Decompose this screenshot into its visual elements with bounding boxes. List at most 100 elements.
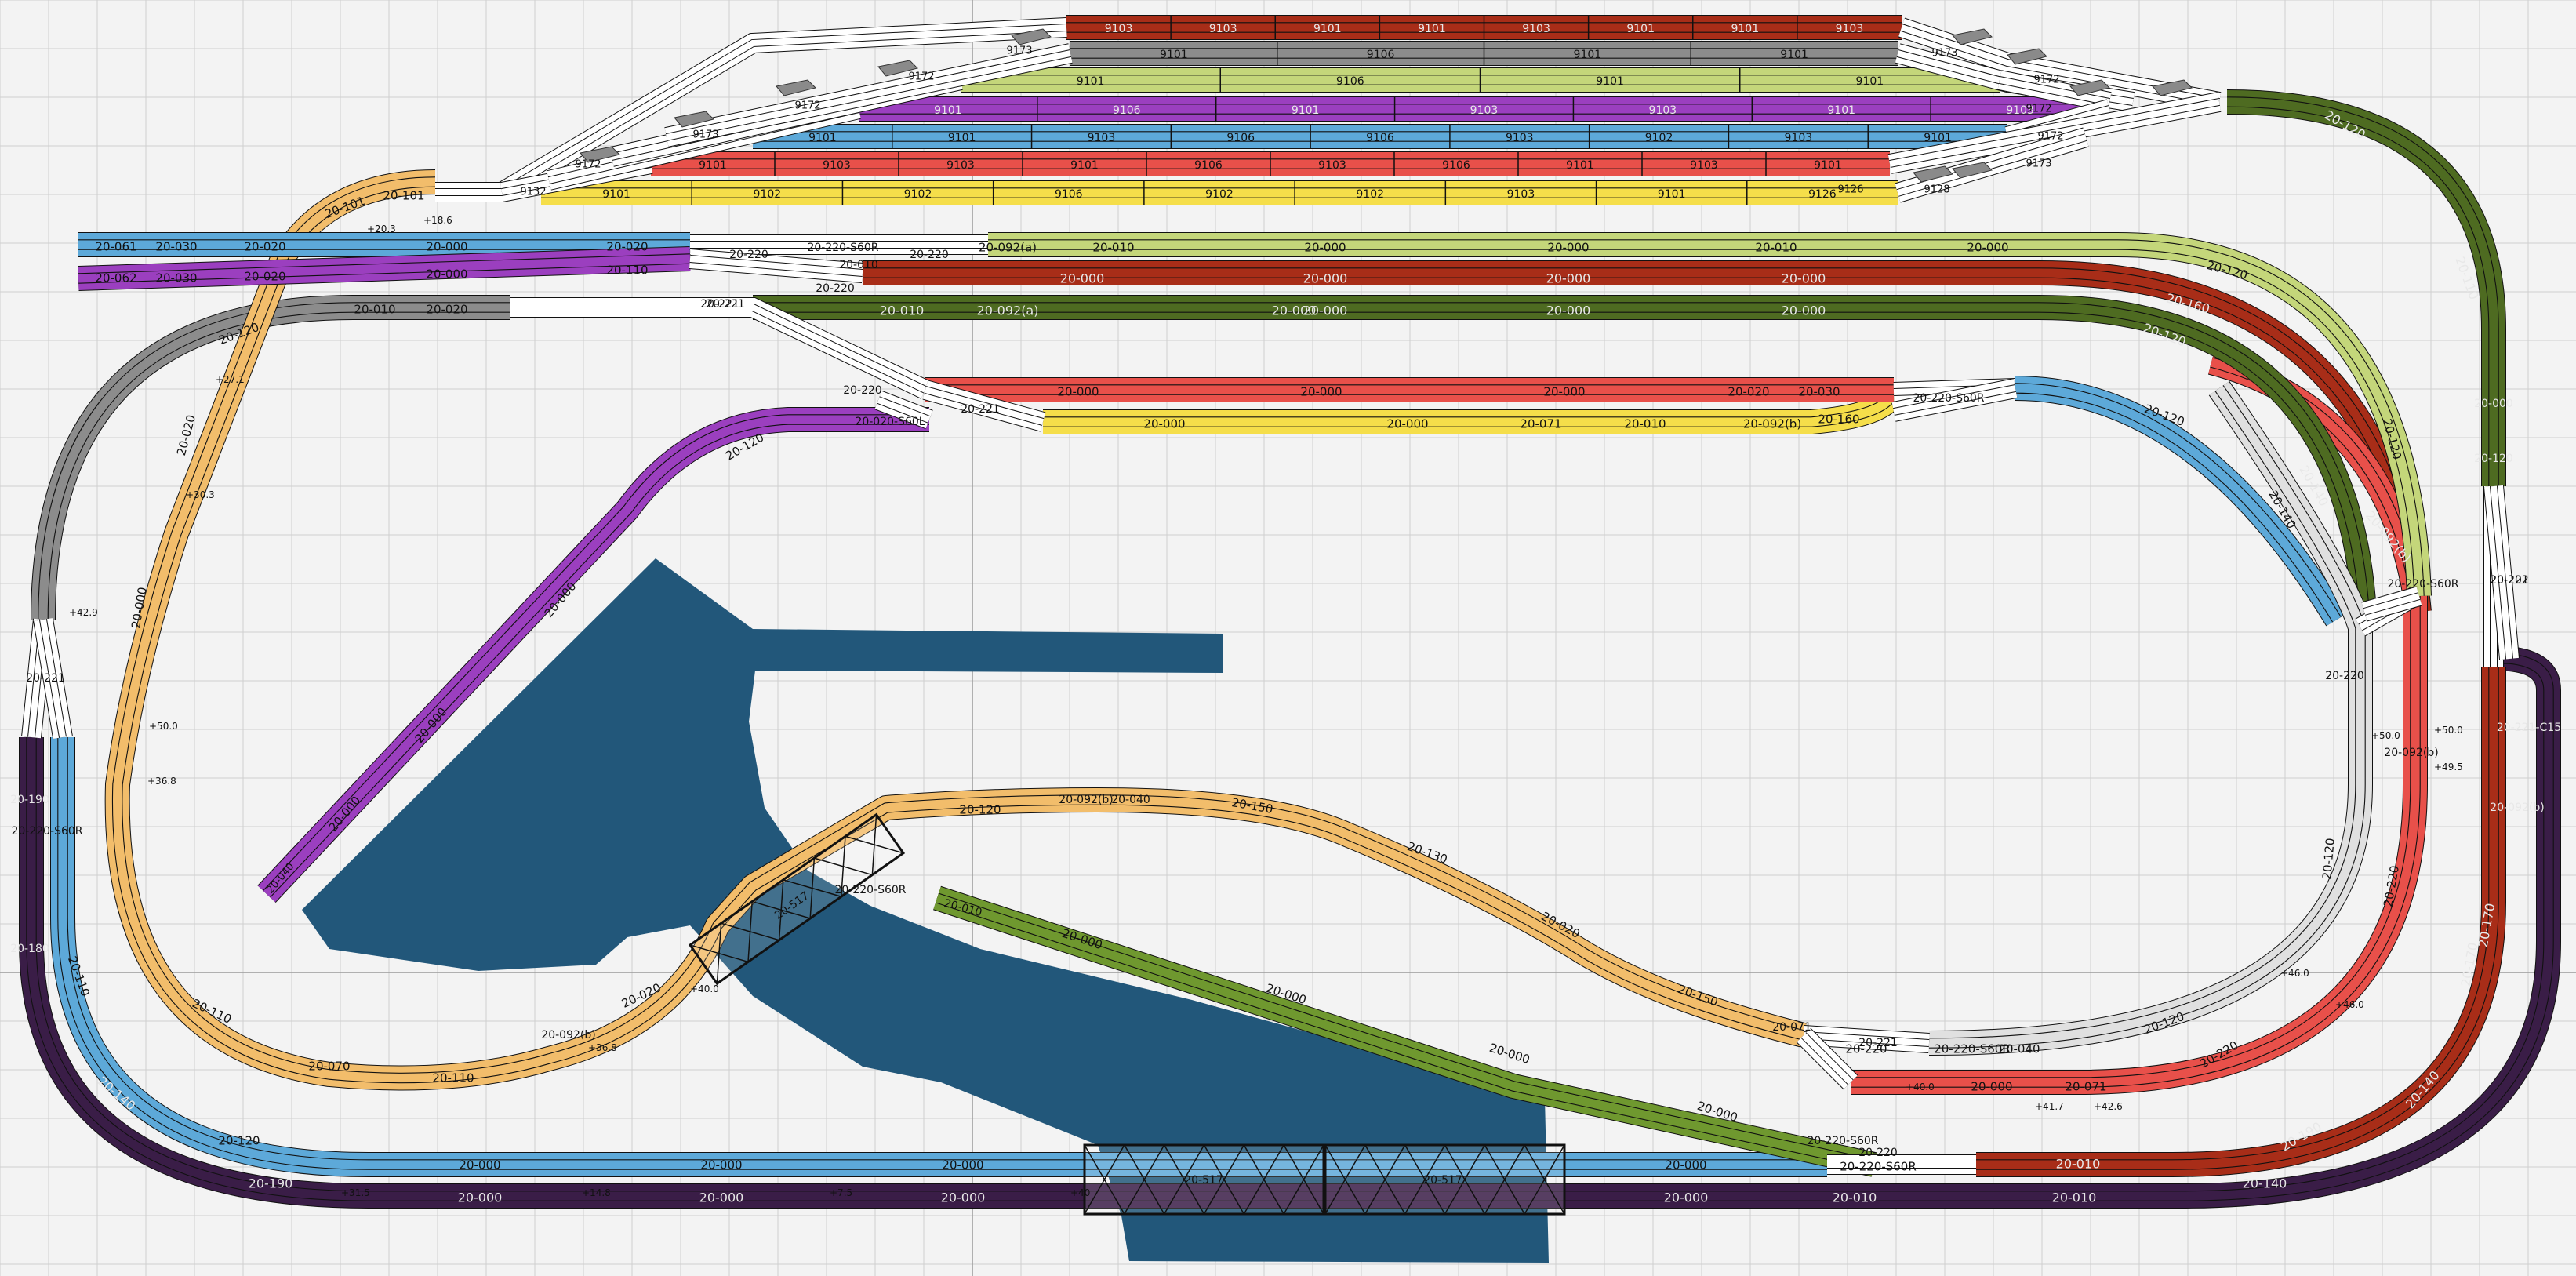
track-label: 9101 (1566, 159, 1594, 172)
track-label: 20-220 (910, 249, 949, 261)
track-label: 9101 (1626, 23, 1655, 35)
track-label: 20-000 (699, 1191, 744, 1205)
gray-loop-edge (31, 295, 510, 620)
track-label: 9172 (2033, 75, 2059, 86)
track-label: 20-190 (10, 794, 49, 806)
olive-north (753, 295, 2377, 613)
track-label: 20-062 (95, 271, 136, 285)
blue-west-gauge (58, 737, 369, 1169)
olive-north-bed (753, 296, 2376, 613)
track-label: 20-000 (1143, 417, 1185, 431)
track-label: 20-000 (426, 240, 467, 254)
bridge-3-truss (809, 858, 816, 919)
bridge-2-truss (1444, 1144, 1485, 1215)
track-label: 20-010 (1833, 1191, 1877, 1205)
light-gray-loop-gauge (1928, 385, 2365, 1048)
track-label: 9101 (602, 188, 630, 201)
track-label: 20-000 (700, 1158, 742, 1172)
turnout-gauge (1896, 134, 2087, 196)
track-label: 20-000 (1303, 304, 1348, 318)
track-label: 20-010 (354, 303, 395, 317)
track-label: 20-071 (1520, 417, 1561, 431)
track-label: 20-220 (1858, 1147, 1898, 1159)
track-label: 20-220 (729, 249, 768, 261)
track-label: 20-220-S60R (1913, 392, 1984, 405)
elevation-marker: +50.0 (149, 721, 178, 732)
elevation-marker: +27.1 (216, 374, 245, 385)
track-label: 20-000 (1665, 1158, 1706, 1172)
track-label: 9101 (1731, 23, 1759, 35)
orange-route (104, 169, 1807, 1091)
turnout-motor (2007, 48, 2047, 65)
bridge-1 (1083, 1143, 1325, 1216)
track-label: 9172 (2037, 131, 2063, 143)
track-label: 9101 (1077, 75, 1105, 88)
track-label: 9172 (908, 71, 934, 83)
track-label: 20-220 (1845, 1042, 1887, 1056)
track-label: 20-092(b) (1743, 417, 1801, 431)
green-spur-gauge (936, 893, 1876, 1169)
track-label: 9101 (1780, 49, 1808, 61)
track-label: 20-000 (1300, 385, 1342, 399)
track-label: 9173 (1931, 48, 1957, 60)
bridge-2-truss (1364, 1144, 1406, 1215)
turnout-motor (877, 60, 918, 77)
track-label: 20-092(a) (977, 304, 1039, 318)
track-label: 20-000 (1488, 1041, 1531, 1067)
track-label: 20-120 (959, 803, 1001, 817)
track-label: 9101 (1658, 188, 1686, 201)
track-label: 20-160 (1818, 413, 1859, 427)
track-label: 9101 (1574, 49, 1602, 61)
dark-red-south (1976, 667, 2506, 1177)
track-label: 20-220-S60R (1807, 1135, 1878, 1147)
tracks (19, 15, 2561, 1209)
turnout-motor (1011, 28, 1052, 45)
track-label: 9102 (1205, 188, 1234, 201)
track-label: 20-000 (1060, 271, 1105, 286)
bridge-3 (688, 812, 906, 986)
track-label: 20-220-S60R (834, 884, 906, 896)
track-label: 20-030 (155, 240, 197, 254)
turnout-gauge (510, 304, 927, 393)
track-label: 9101 (1292, 104, 1320, 117)
track-label: 9103 (1470, 104, 1499, 117)
track-label: 20-040 (1111, 794, 1150, 806)
track-label: 20-000 (942, 1158, 983, 1172)
track-label: 20-220-S60R (1934, 1042, 2011, 1056)
turnout-motor (674, 111, 714, 128)
elevation-marker: +42.9 (69, 607, 98, 618)
elevation-marker: +40.0 (690, 983, 719, 994)
blue-east (2015, 376, 2348, 627)
track-label: 20-092(b) (541, 1029, 595, 1042)
track-label: 20-220 (843, 384, 882, 397)
track-label: 9103 (1507, 188, 1535, 201)
elevation-marker: +40 (1070, 1187, 1090, 1198)
elevation-marker: +36.8 (147, 776, 176, 787)
track-label: 20-030 (155, 271, 197, 285)
track-label: 9101 (699, 159, 727, 172)
turnout-motor (2152, 79, 2193, 96)
turnout-gauge (2363, 593, 2421, 615)
track-label: 9106 (1113, 104, 1141, 117)
elevation-marker: +31.5 (341, 1187, 370, 1198)
track-label: 9101 (948, 132, 976, 144)
track-label: 20-220-S60R (2387, 578, 2458, 591)
bridge-1-truss (1124, 1144, 1165, 1215)
track-label: 9106 (1055, 188, 1083, 201)
turnout-motor (1952, 28, 1993, 45)
bridge-2 (1324, 1143, 1566, 1216)
track-label: 20-221 (26, 672, 65, 685)
track-label: 9101 (1313, 23, 1342, 35)
bridge-3-truss (778, 879, 784, 940)
track-label: 20-000 (1272, 304, 1317, 318)
track-label: 9103 (823, 159, 851, 172)
lime-line (988, 232, 2432, 597)
track-label: 9102 (754, 188, 782, 201)
orange-route-gauge (113, 177, 1805, 1083)
track-label: 20-030 (1798, 385, 1840, 399)
bridge-3-truss (747, 901, 753, 962)
track-label: 20-000 (941, 1191, 986, 1205)
dark-purple-west (19, 737, 369, 1209)
track-label: 9101 (1070, 159, 1099, 172)
